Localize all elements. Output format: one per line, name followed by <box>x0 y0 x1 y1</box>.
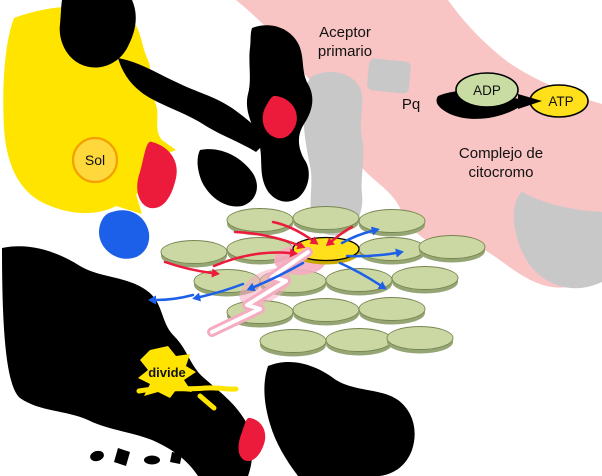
blue-energy-arrow <box>192 282 245 302</box>
label-complejo-line1: Complejo de <box>459 145 543 162</box>
blue-energy-arrow <box>338 261 387 290</box>
arrow-head <box>246 282 256 292</box>
red-blob-topcenter <box>262 95 297 139</box>
ink-blob-topleft <box>59 0 136 68</box>
arrow-shaft <box>212 251 292 268</box>
label-complejo-line2: citocromo <box>468 164 533 181</box>
arrow-head <box>309 236 319 245</box>
chlorophyll-pill-top <box>292 206 360 230</box>
arrow-head <box>211 268 220 278</box>
chlorophyll-pill-top <box>292 298 360 322</box>
gray-column <box>303 72 364 236</box>
lightning-bolt <box>210 250 310 334</box>
ink-mass-bottomcenter <box>264 361 415 476</box>
red-blob-midleft <box>137 141 177 209</box>
energy-transfer-arrows <box>148 220 404 305</box>
ink-mark <box>90 450 104 462</box>
chlorophyll-pill <box>325 268 393 296</box>
ink-marks-bottomleft <box>90 448 182 466</box>
gray-right-band <box>513 192 602 289</box>
divide-yellow-blob <box>138 346 196 398</box>
arrow-shaft <box>330 225 354 243</box>
arrow-head <box>395 248 404 258</box>
label-aceptor-primario-line2: primario <box>318 43 372 60</box>
ink-blob-midleft <box>197 149 257 207</box>
ink-mark <box>170 452 182 464</box>
ink-mark <box>114 448 130 466</box>
chlorophyll-pill-top <box>226 208 294 232</box>
ink-band-diagonal <box>118 58 268 152</box>
gray-block <box>367 58 411 94</box>
chlorophyll-pill <box>259 329 327 357</box>
chlorophyll-pill <box>358 297 426 325</box>
chlorophyll-pill <box>391 266 459 294</box>
blue-blob-left <box>99 210 150 259</box>
blue-energy-arrow <box>246 261 305 292</box>
arrow-shaft <box>338 261 382 287</box>
chlorophyll-pill <box>292 206 360 234</box>
arrow-head <box>289 248 298 258</box>
blue-energy-arrow <box>340 226 380 245</box>
red-energy-arrow <box>233 230 306 250</box>
adp-oval <box>455 72 519 108</box>
arrow-shaft <box>163 260 214 275</box>
adp-atp-group: ADP ATP <box>455 72 589 118</box>
ink-mass-bottomleft <box>2 246 253 476</box>
red-energy-arrow <box>325 225 354 247</box>
arrow-head <box>296 240 306 250</box>
red-blob-bottom <box>238 417 266 462</box>
sun-icon <box>71 136 119 184</box>
label-atp: ATP <box>548 94 573 109</box>
chlorophyll-pill-top <box>259 329 327 353</box>
blue-energy-arrow <box>345 248 404 258</box>
chlorophyll-pill <box>226 208 294 236</box>
chlorophyll-pill-top <box>325 328 393 352</box>
adp-to-atp-arrow-icon <box>518 94 542 109</box>
label-pq: Pq <box>402 96 420 113</box>
arrow-shaft <box>252 261 305 289</box>
chlorophyll-pill-top <box>358 209 426 233</box>
red-energy-arrow <box>163 260 220 278</box>
chlorophyll-pill <box>418 235 486 263</box>
chlorophyll-pill-top <box>386 326 454 350</box>
arrow-head <box>377 281 387 290</box>
red-energy-arrow <box>271 220 319 245</box>
blue-energy-arrow <box>148 293 195 305</box>
chlorophyll-pill <box>358 237 426 265</box>
divide-underline <box>136 385 239 394</box>
sunlight-region <box>3 6 177 214</box>
chlorophyll-pill-top <box>160 240 228 264</box>
chlorophyll-pill <box>160 240 228 268</box>
arrow-shaft <box>154 293 195 302</box>
arrow-shaft <box>233 230 300 247</box>
arrow-head <box>148 295 156 305</box>
divide-callout: divide <box>136 346 239 411</box>
label-aceptor-primario-line1: Aceptor <box>319 24 371 41</box>
label-sol: Sol <box>85 152 105 168</box>
chlorophyll-pill-top <box>418 235 486 259</box>
label-divide: divide <box>148 365 186 380</box>
arrow-shaft <box>198 282 245 299</box>
arrow-shaft <box>340 229 374 245</box>
arrow-shaft <box>345 251 398 258</box>
arrow-shaft <box>271 220 314 242</box>
pink-region <box>236 0 602 288</box>
ink-mark <box>144 455 160 465</box>
chlorophyll-pill <box>386 326 454 354</box>
chlorophyll-pill <box>292 298 360 326</box>
chlorophyll-pill <box>325 328 393 356</box>
red-energy-arrow <box>212 248 298 268</box>
arrow-head <box>325 237 335 247</box>
chlorophyll-pill-top <box>358 297 426 321</box>
chlorophyll-pill-top <box>391 266 459 290</box>
arrow-head <box>370 226 380 236</box>
label-adp: ADP <box>473 83 501 98</box>
divide-tick <box>197 393 217 411</box>
arrow-head <box>192 292 201 302</box>
